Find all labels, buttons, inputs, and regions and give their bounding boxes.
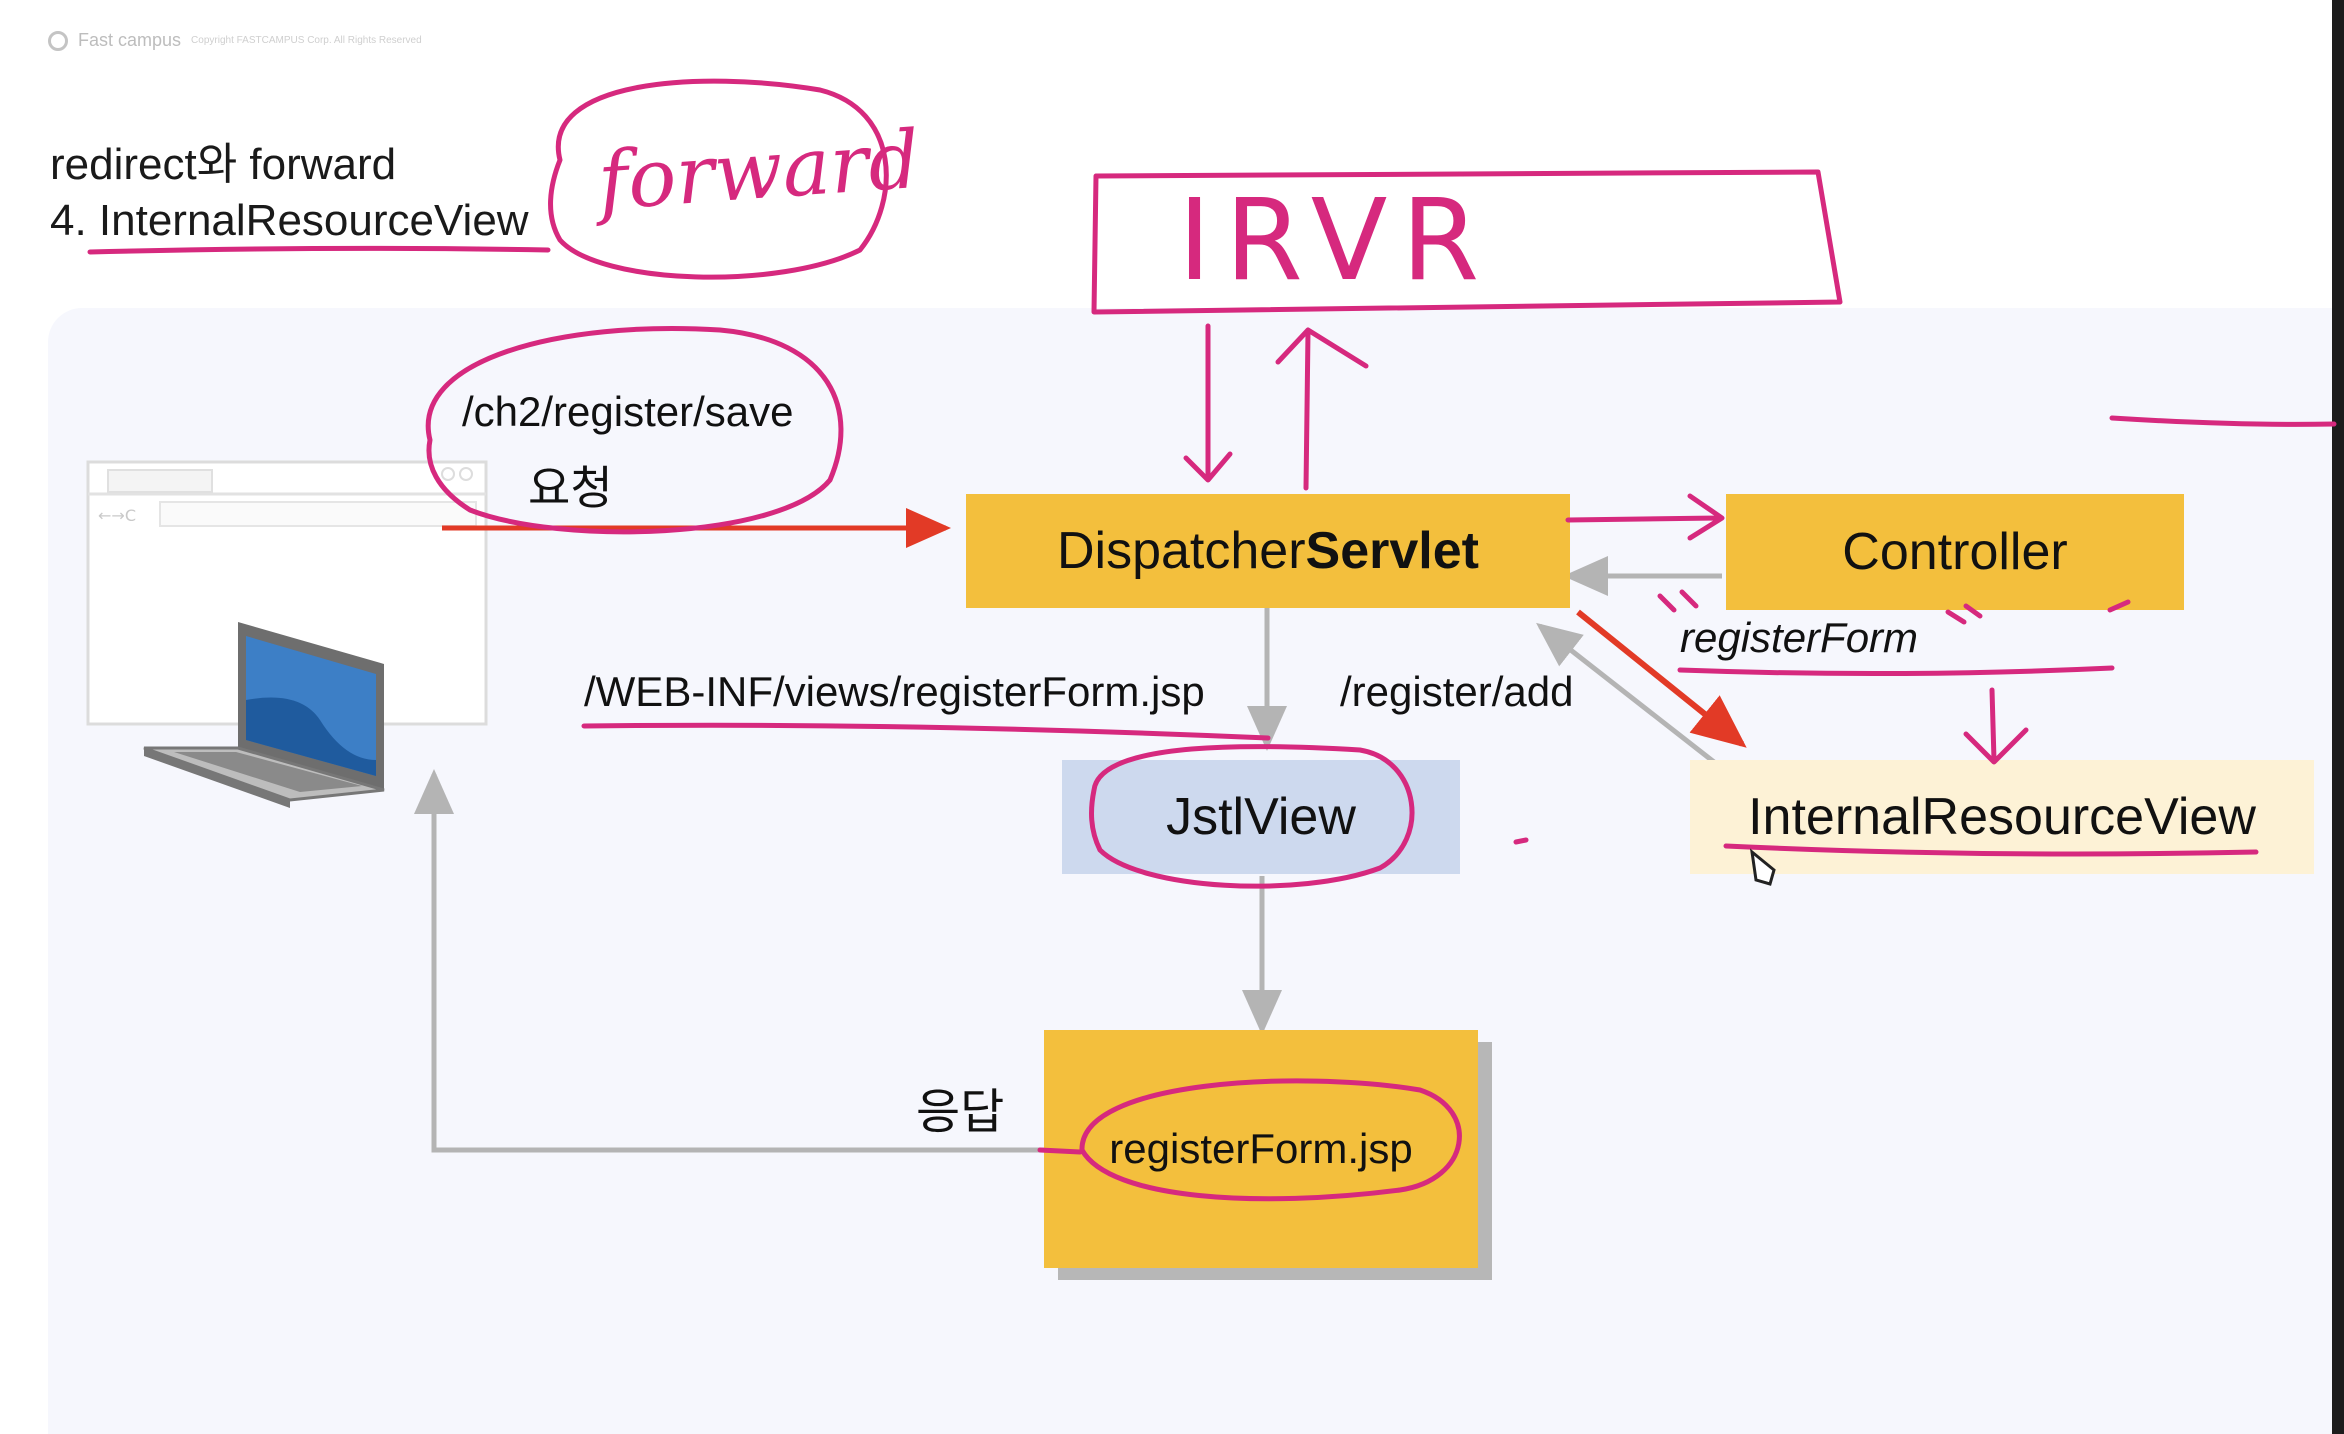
dispatcher-servlet-bold: Servlet	[1305, 522, 1479, 580]
controller-label: Controller	[1842, 523, 2068, 581]
response-label: 응답	[916, 1086, 1005, 1139]
register-form-jsp-label: registerForm.jsp	[1109, 1125, 1413, 1172]
request-url-label: /ch2/register/save	[462, 388, 794, 435]
svg-text:←→C: ←→C	[98, 506, 136, 525]
irvr-annotation: IRVR	[1178, 176, 1494, 306]
view-path-label: /WEB-INF/views/registerForm.jsp	[584, 668, 1205, 715]
browser-window-icon: ←→C	[86, 460, 488, 726]
slide-subtitle: 4. InternalResourceView	[50, 196, 529, 245]
register-form-label: registerForm	[1680, 614, 1919, 661]
register-form-jsp-box: registerForm.jsp	[1044, 1030, 1478, 1268]
slide-title: redirect와 forward	[50, 140, 397, 189]
controller-box: Controller	[1726, 494, 2184, 610]
jstl-view-label: JstlView	[1166, 788, 1356, 846]
brand-logo-icon	[48, 30, 68, 51]
register-add-label: /register/add	[1340, 668, 1574, 715]
internal-resource-view-label: InternalResourceView	[1748, 788, 2256, 846]
brand-header: Fast campus Copyright FASTCAMPUS Corp. A…	[48, 30, 422, 51]
copyright-text: Copyright FASTCAMPUS Corp. All Rights Re…	[191, 35, 422, 46]
pencil-cursor-icon	[1749, 848, 1776, 886]
laptop-icon	[143, 622, 385, 808]
request-label: 요청	[528, 462, 613, 514]
dispatcher-servlet-prefix: Dispatcher	[1056, 522, 1306, 580]
brand-name: Fast campus	[78, 30, 182, 50]
window-edge	[2332, 0, 2344, 1434]
